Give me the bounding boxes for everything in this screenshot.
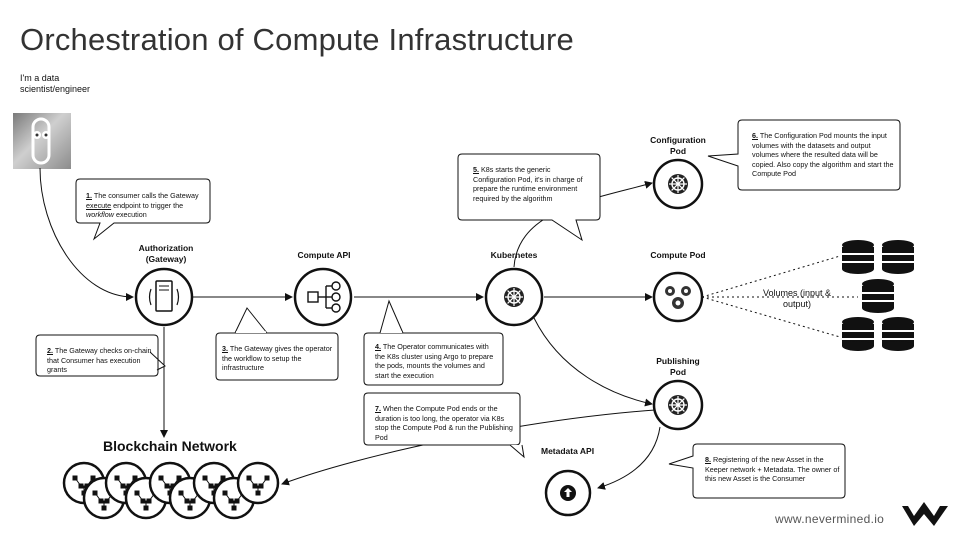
config-pod-label: Configuration Pod bbox=[650, 135, 706, 156]
kubernetes-label: Kubernetes bbox=[490, 250, 538, 260]
page-title: Orchestration of Compute Infrastructure bbox=[20, 22, 574, 57]
blockchain-nodes bbox=[62, 461, 280, 520]
step-2-text: 2. The Gateway checks on-chain that Cons… bbox=[47, 346, 152, 375]
step-1-text: 1. The consumer calls the Gateway execut… bbox=[86, 191, 199, 220]
compute-api-label: Compute API bbox=[297, 250, 351, 260]
user-icon bbox=[31, 117, 51, 165]
database-icon bbox=[882, 240, 914, 274]
database-icon bbox=[842, 240, 874, 274]
blockchain-title: Blockchain Network bbox=[103, 438, 237, 454]
database-icon bbox=[842, 317, 874, 351]
kubernetes-icon bbox=[667, 173, 689, 195]
api-icon bbox=[307, 281, 341, 313]
gateway-node bbox=[134, 267, 194, 327]
publishing-pod-label: Publishing Pod bbox=[656, 356, 700, 377]
step-4-text: 4. The Operator communicates with the K8… bbox=[375, 342, 494, 380]
step-3-text: 3. The Gateway gives the operator the wo… bbox=[222, 344, 333, 373]
gears-icon bbox=[665, 286, 691, 309]
step-5-text: 5. K8s starts the generic Configuration … bbox=[473, 165, 583, 203]
footer-url[interactable]: www.nevermined.io bbox=[775, 512, 885, 526]
server-icon bbox=[148, 280, 180, 312]
step-8-text: 8. Registering of the new Asset in the K… bbox=[705, 455, 840, 484]
kubernetes-icon bbox=[667, 394, 689, 416]
metadata-api-label: Metadata API bbox=[541, 446, 595, 456]
kubernetes-icon bbox=[503, 286, 525, 308]
compute-pod-label: Compute Pod bbox=[650, 250, 706, 260]
intro-text: I'm a data scientist/engineer bbox=[20, 73, 91, 94]
gateway-label: Authorization (Gateway) bbox=[138, 243, 194, 264]
bubble-shapes bbox=[35, 119, 901, 499]
nevermined-logo-icon bbox=[902, 502, 948, 526]
upload-icon bbox=[560, 485, 576, 501]
step-7-text: 7. When the Compute Pod ends or the dura… bbox=[375, 404, 513, 442]
avatar bbox=[13, 113, 71, 169]
database-icon bbox=[882, 317, 914, 351]
step-6-text: 6. The Configuration Pod mounts the inpu… bbox=[752, 131, 894, 179]
database-icon bbox=[862, 279, 894, 313]
volumes-label: Volumes (input & output) bbox=[762, 288, 832, 309]
